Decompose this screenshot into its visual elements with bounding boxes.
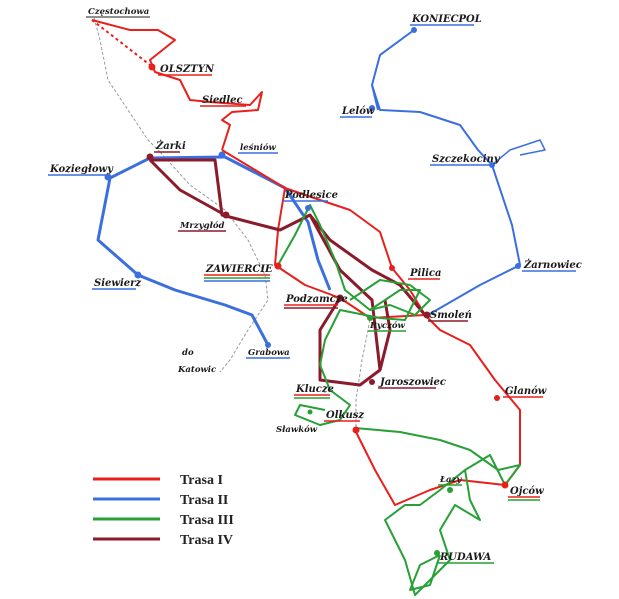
road-ryczow-olkusz xyxy=(355,319,371,430)
road-czestochowa-zarki xyxy=(93,17,161,153)
town-markers xyxy=(104,27,521,556)
trasa-3-smolen-loop xyxy=(349,279,431,316)
marker-smolen xyxy=(423,311,431,319)
marker-zarki xyxy=(146,153,154,161)
trasa-2-north xyxy=(371,29,521,316)
trasa-1-dash xyxy=(91,19,151,66)
marker-slawkow xyxy=(307,409,313,415)
trasa-4-link xyxy=(308,214,382,371)
label-mrzyglod: Mrzygłód xyxy=(179,220,225,231)
label-szczekociny: Szczekociny xyxy=(432,154,501,165)
label-podzamcze: Podzamcze xyxy=(285,294,348,305)
marker-zarnowiec xyxy=(515,263,521,269)
label-siedlec: Siedlec xyxy=(202,95,243,106)
label-jaroszowiec: Jaroszowiec xyxy=(378,377,446,388)
marker-zawiercie xyxy=(274,262,282,270)
label-czestochowa: Częstochowa xyxy=(88,7,149,17)
trasa-3-olkusz-loop xyxy=(294,364,351,426)
label-do-katowic-2: Katowic xyxy=(177,365,217,375)
label-ojcow: Ojców xyxy=(510,486,544,497)
label-pilica: Pilica xyxy=(409,268,441,279)
marker-kozieglowy xyxy=(104,173,112,181)
marker-lelow xyxy=(369,105,375,111)
trasa-4-zarki-mrzyglod xyxy=(148,158,226,217)
label-zarki: Żarki xyxy=(155,139,186,152)
marker-ojcow xyxy=(501,481,509,489)
trasa-3-olkusz-east xyxy=(354,427,521,486)
marker-siewierz xyxy=(134,271,142,279)
marker-grabowa xyxy=(265,342,271,348)
trasa-2-west-loop xyxy=(96,155,270,346)
label-olkusz: Olkusz xyxy=(326,410,364,421)
background-roads xyxy=(93,17,371,430)
label-zawiercie: ZAWIERCIE xyxy=(205,264,273,275)
trasa-3-north xyxy=(277,204,421,366)
marker-ryczow xyxy=(367,315,373,321)
legend-label-4: Trasa IV xyxy=(180,533,233,548)
label-siewierz: Siewierz xyxy=(94,278,141,289)
marker-podlesice xyxy=(305,205,311,211)
label-lazy: Łazy xyxy=(439,475,462,485)
label-podlesice: Podlesice xyxy=(284,190,338,201)
marker-podzamcze xyxy=(336,294,344,302)
label-kozieglowy: Koziegłowy xyxy=(49,164,114,175)
label-do-katowic-1: do xyxy=(182,348,194,358)
label-glanow: Glanów xyxy=(505,386,547,397)
trasa-2-route xyxy=(96,29,546,346)
marker-rudawa xyxy=(434,550,440,556)
legend-label-1: Trasa I xyxy=(180,473,223,488)
label-koniecpol: KONIECPOL xyxy=(411,14,482,25)
marker-olsztyn xyxy=(148,63,156,71)
label-lelow: Lelów xyxy=(341,106,375,117)
trasa-4-route xyxy=(148,158,427,387)
marker-mrzyglod xyxy=(222,211,230,219)
trasa-2-szczekociny-spur xyxy=(491,139,546,166)
town-labels: Częstochowa OLSZTYN Siedlec Żarki leśnió… xyxy=(48,7,582,564)
marker-glanow xyxy=(494,395,500,401)
trasa-2-east xyxy=(224,155,332,291)
trasa-3-route xyxy=(277,204,521,596)
legend-label-3: Trasa III xyxy=(180,513,234,528)
trasa-2-lelow xyxy=(371,84,379,111)
label-zarnowiec: Żarnowiec xyxy=(523,258,582,271)
label-klucze: Klucze xyxy=(295,384,334,395)
label-lesniow: leśniów xyxy=(240,142,277,153)
legend: Trasa I Trasa II Trasa III Trasa IV xyxy=(93,473,234,548)
marker-pilica xyxy=(389,265,395,271)
label-smolen: Smoleń xyxy=(430,310,472,321)
label-rudawa: RUDAWA xyxy=(439,552,492,563)
marker-lazy xyxy=(447,487,453,493)
label-olsztyn: OLSZTYN xyxy=(160,64,215,75)
legend-label-2: Trasa II xyxy=(180,493,228,508)
trasa-1-south xyxy=(354,429,506,506)
trasa-3-rudawa-loop xyxy=(409,554,441,591)
trasa-3-south-loop xyxy=(384,454,506,596)
marker-koniecpol xyxy=(411,27,417,33)
marker-jaroszowiec xyxy=(369,379,375,385)
trasa-1-north xyxy=(91,19,263,151)
marker-lesniow xyxy=(218,151,226,159)
label-grabowa: Grabowa xyxy=(248,348,290,358)
trasa-4-north xyxy=(150,158,427,316)
trasa-4-south xyxy=(318,297,392,387)
label-ryczow: Ryczów xyxy=(369,320,406,331)
label-slawkow: Sławków xyxy=(276,424,318,435)
marker-olkusz xyxy=(352,426,360,434)
